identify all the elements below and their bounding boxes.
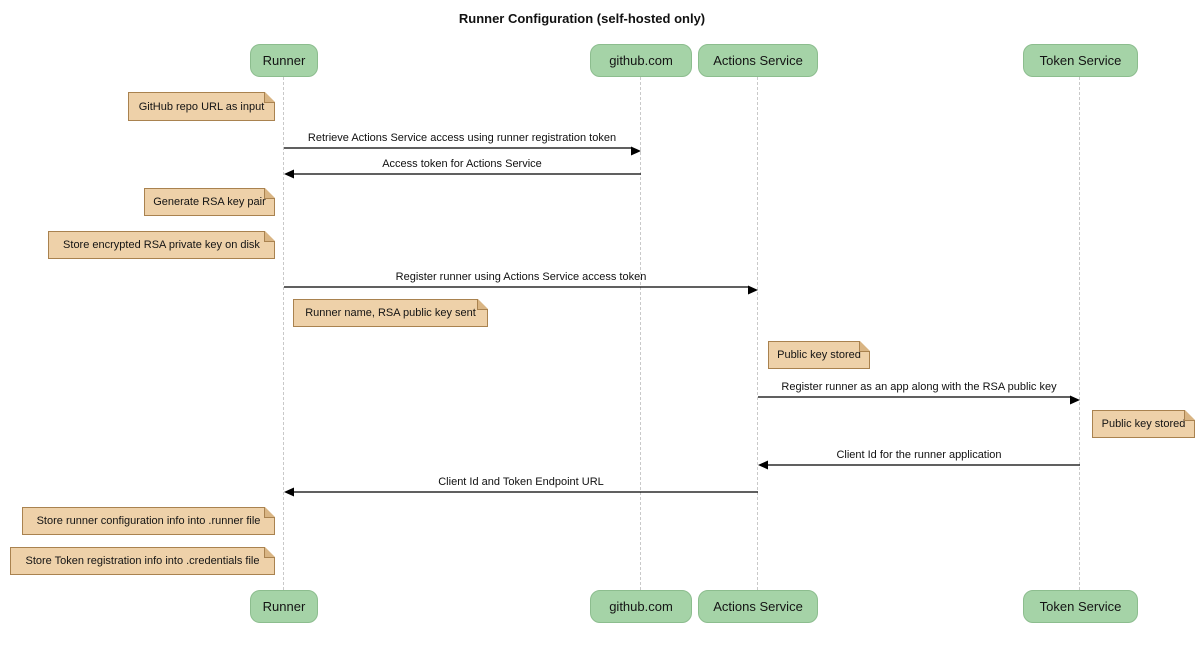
message-label-5: Client Id for the runner application <box>836 449 1002 461</box>
participant-runner-top: Runner <box>250 44 318 77</box>
arrowhead-icon <box>284 487 294 497</box>
note-fold-icon <box>264 507 275 518</box>
message-label-1: Retrieve Actions Service access using ru… <box>307 132 617 144</box>
note-label: Runner name, RSA public key sent <box>305 307 476 319</box>
note-store-encrypted-private-key: Store encrypted RSA private key on disk <box>48 231 275 259</box>
participant-actions-service-bottom: Actions Service <box>698 590 818 623</box>
note-label: Generate RSA key pair <box>153 196 266 208</box>
participant-github-top: github.com <box>590 44 692 77</box>
message-label-2: Access token for Actions Service <box>382 158 542 170</box>
participant-github-bottom: github.com <box>590 590 692 623</box>
note-fold-icon <box>264 92 275 103</box>
participant-runner-bottom: Runner <box>250 590 318 623</box>
lifeline-actions-service <box>757 77 758 590</box>
note-generate-rsa-key-pair: Generate RSA key pair <box>144 188 275 216</box>
note-label: Store runner configuration info into .ru… <box>36 515 261 527</box>
arrowhead-icon <box>748 285 758 295</box>
note-public-key-stored-actions: Public key stored <box>768 341 870 369</box>
arrowhead-icon <box>758 460 768 470</box>
note-label: Public key stored <box>1101 418 1186 430</box>
message-label-3: Register runner using Actions Service ac… <box>395 271 647 283</box>
participant-token-service-bottom: Token Service <box>1023 590 1138 623</box>
note-fold-icon <box>264 547 275 558</box>
lifeline-runner <box>283 77 284 590</box>
note-store-runner-config: Store runner configuration info into .ru… <box>22 507 275 535</box>
note-fold-icon <box>264 188 275 199</box>
participant-token-service-top: Token Service <box>1023 44 1138 77</box>
note-label: Store encrypted RSA private key on disk <box>63 239 260 251</box>
participant-actions-service-top: Actions Service <box>698 44 818 77</box>
message-label-6: Client Id and Token Endpoint URL <box>438 476 604 488</box>
note-fold-icon <box>264 231 275 242</box>
message-label-4: Register runner as an app along with the… <box>781 381 1057 393</box>
lifeline-github <box>640 77 641 590</box>
note-public-key-stored-token: Public key stored <box>1092 410 1195 438</box>
note-label: Public key stored <box>777 349 861 361</box>
arrowhead-icon <box>284 169 294 179</box>
arrowhead-icon <box>631 146 641 156</box>
note-label: GitHub repo URL as input <box>138 100 265 113</box>
note-fold-icon <box>859 341 870 352</box>
note-github-repo-url: GitHub repo URL as input <box>128 92 275 121</box>
note-runner-name-public-key-sent: Runner name, RSA public key sent <box>293 299 488 327</box>
note-fold-icon <box>1184 410 1195 421</box>
note-store-token-registration: Store Token registration info into .cred… <box>10 547 275 575</box>
note-fold-icon <box>477 299 488 310</box>
diagram-title: Runner Configuration (self-hosted only) <box>458 11 706 26</box>
note-label: Store Token registration info into .cred… <box>25 555 260 567</box>
arrowhead-icon <box>1070 395 1080 405</box>
lifeline-token-service <box>1079 77 1080 590</box>
